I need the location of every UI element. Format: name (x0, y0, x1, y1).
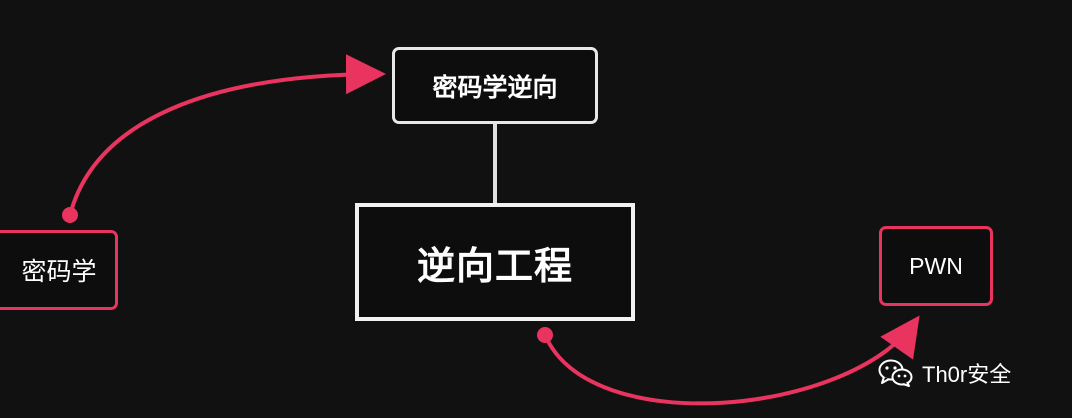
node-pwn: PWN (879, 226, 993, 306)
edge-left-to-top-origin-dot (62, 207, 78, 223)
node-reverse-engineering: 逆向工程 (355, 203, 635, 321)
wechat-icon (878, 359, 913, 387)
node-cryptography-reversing-label: 密码学逆向 (432, 72, 558, 102)
node-cryptography: 密码学 (0, 230, 118, 310)
watermark: Th0r安全 (878, 353, 1011, 393)
edge-center-to-right (543, 315, 920, 406)
node-pwn-label: PWN (909, 252, 963, 279)
node-cryptography-reversing: 密码学逆向 (392, 47, 598, 124)
node-reverse-engineering-label: 逆向工程 (416, 243, 573, 288)
edge-center-to-right-origin-dot (537, 327, 553, 343)
node-cryptography-label: 密码学 (21, 257, 97, 286)
edge-left-to-top (68, 54, 386, 216)
watermark-text: Th0r安全 (922, 362, 1012, 387)
